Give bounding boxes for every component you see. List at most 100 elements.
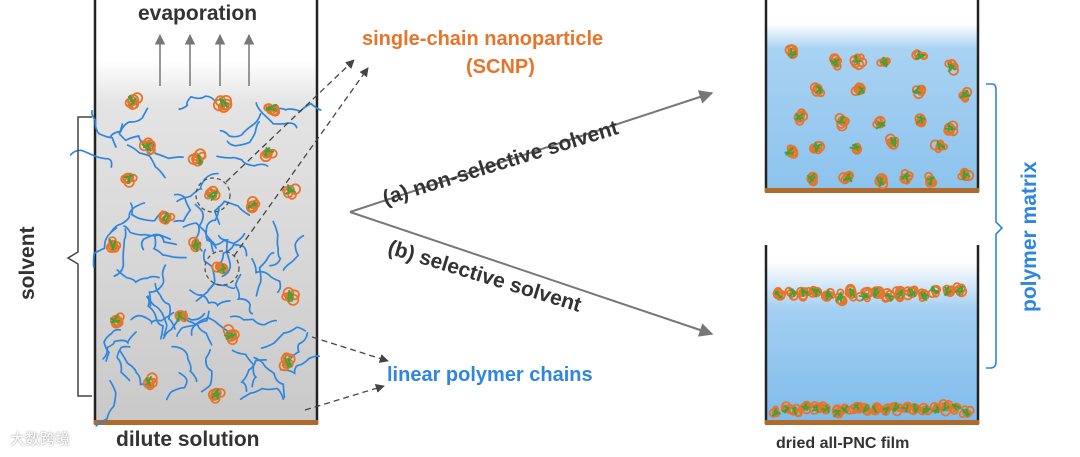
scnp-particle [784,286,799,301]
scnp-particle [768,405,782,418]
scnp-particle [245,196,261,214]
scnp-particle [844,283,858,302]
scnp-particle [187,148,207,167]
evaporation-arrows [154,33,255,86]
film-a-substrate [765,188,979,193]
scnp-particle [784,144,799,159]
scnp-particle [911,84,927,100]
scnp-particle [817,401,831,415]
scnp-particle [831,404,845,419]
scnp-particle [949,402,962,415]
linear-polymer-chain [189,289,231,307]
linear-polymer-chain [279,355,321,375]
linear-polymer-chain [231,349,258,388]
linear-polymer-chain [226,121,260,147]
film-non-selective [764,0,980,193]
scnp-particle [188,236,202,253]
scnp-particle [174,310,189,323]
linear-polymer-chain [90,109,117,148]
linear-polymer-chain [255,102,298,129]
scnp-particle [918,402,933,416]
linear-polymer-chain [182,222,215,254]
linear-polymer-chain [195,282,236,302]
scnp-particle [943,120,959,137]
scnp-particle [808,285,823,298]
scnp-particle [806,171,818,187]
scnp-particle [874,173,889,190]
film-selective [764,245,980,425]
solvent-label: solvent [16,226,39,300]
scnp-particle [211,261,229,275]
linear-polymer-chain [146,295,168,337]
linear-polymer-chain [213,200,251,225]
scnp-label-line2: (SCNP) [466,56,535,78]
linear-polymer-chain [103,328,122,362]
polymer-matrix-label: polymer matrix [1018,161,1041,312]
film-a-matrix [766,24,978,190]
scnp-particle [834,112,850,132]
scnp-particle [259,146,278,163]
film-a-scnp-group [784,44,975,190]
scnp-particle [902,285,919,301]
scnp-particle [917,288,930,302]
linear-polymer-chain [102,331,137,360]
linear-polymer-chain [219,112,262,138]
linear-polymer-chain [146,295,165,340]
scnp-particle [927,284,942,298]
scnp-particle [849,53,868,71]
linear-polymer-chain [176,172,219,203]
linear-polymer-chains-label: linear polymer chains [387,364,593,386]
scnp-particle [944,58,959,76]
linear-polymer-chain [206,232,246,246]
watermark-logo: 大数跨境 [10,431,71,448]
scnp-particle [282,183,302,200]
scnp-particle [106,236,122,253]
scnp-particle [158,210,176,225]
linear-polymer-chain [239,387,285,401]
linear-polymer-chain [218,243,248,265]
scnp-particle [138,137,156,156]
scnp-particle [929,401,942,414]
arrow-to-non-selective [349,90,714,213]
scnp-particle [854,286,874,303]
linear-polymer-chain [229,315,278,326]
scnp-particle [952,282,968,298]
linear-polymer-chain [200,348,213,393]
scnp-particle [212,95,233,113]
scnp-particle [788,403,803,418]
scnp-particle [809,82,826,98]
linear-polymer-chain [116,345,131,382]
scnp-particle [772,287,787,301]
solvent-bracket [66,116,92,397]
linear-polymer-chain [251,257,282,293]
linear-polymer-chain [95,379,117,427]
linear-polymer-chain [152,235,187,259]
scnp-particle [799,400,812,415]
scnp-particle [876,56,891,68]
scnp-particle [899,168,914,185]
arrow-to-selective [349,211,714,337]
beaker-substrate [94,420,318,425]
scnp-particle [924,171,938,188]
linear-polymer-chain [269,220,282,267]
scnp-particle [142,372,158,391]
scnp-particle [914,113,927,128]
scnp-particle [929,139,949,154]
scnp-particle [281,286,300,306]
linear-polymer-chain [109,202,146,234]
scnp-particle [278,352,296,372]
scnp-particle [809,140,826,155]
scnp-particle [958,86,973,103]
scnp-particle [784,44,798,60]
scnp-particle [821,287,836,302]
scnp-particle [881,287,896,303]
dilute-solution-label: dilute solution [116,428,260,451]
scnp-particle [872,115,886,130]
linear-polymer-chain [165,371,188,401]
linear-polymer-chain [176,310,210,337]
linear-polymer-chain [234,273,254,315]
linear-polymer-chain [205,206,220,249]
scnp-particle [793,108,809,126]
linear-polymer-chain [260,326,306,349]
